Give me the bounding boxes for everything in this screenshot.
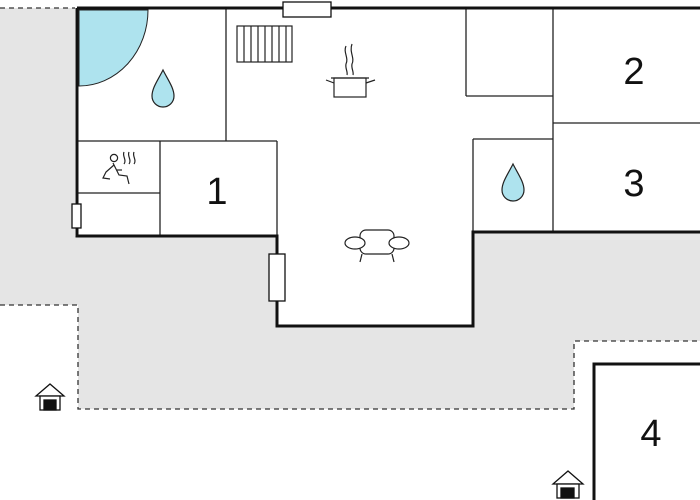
window-top — [282, 1, 332, 18]
terrace-west — [0, 8, 700, 409]
radiator-icon — [236, 25, 293, 63]
outer-walls — [75, 6, 700, 328]
room-number-4: 4 — [640, 413, 661, 455]
living-room-sofa-icon — [344, 229, 410, 263]
sauna-icon — [102, 151, 136, 185]
interior-walls — [77, 8, 700, 236]
room-number-3: 3 — [623, 163, 644, 205]
annex-building — [592, 362, 700, 500]
bathroom-water-drop-icon — [151, 68, 175, 108]
kitchen-cooking-pot-icon — [325, 43, 376, 98]
house-floor — [77, 8, 700, 326]
terrace-outline — [0, 304, 700, 410]
window-door — [268, 253, 286, 302]
window-left — [71, 203, 82, 229]
entrance-house-icon — [551, 470, 585, 499]
terrace-area — [0, 7, 700, 410]
room-number-2: 2 — [623, 51, 644, 93]
bathroom-water-drop-icon — [501, 162, 525, 202]
spa-pool-icon — [78, 9, 149, 87]
entrance-house-icon — [34, 383, 66, 411]
room-number-1: 1 — [206, 171, 227, 213]
